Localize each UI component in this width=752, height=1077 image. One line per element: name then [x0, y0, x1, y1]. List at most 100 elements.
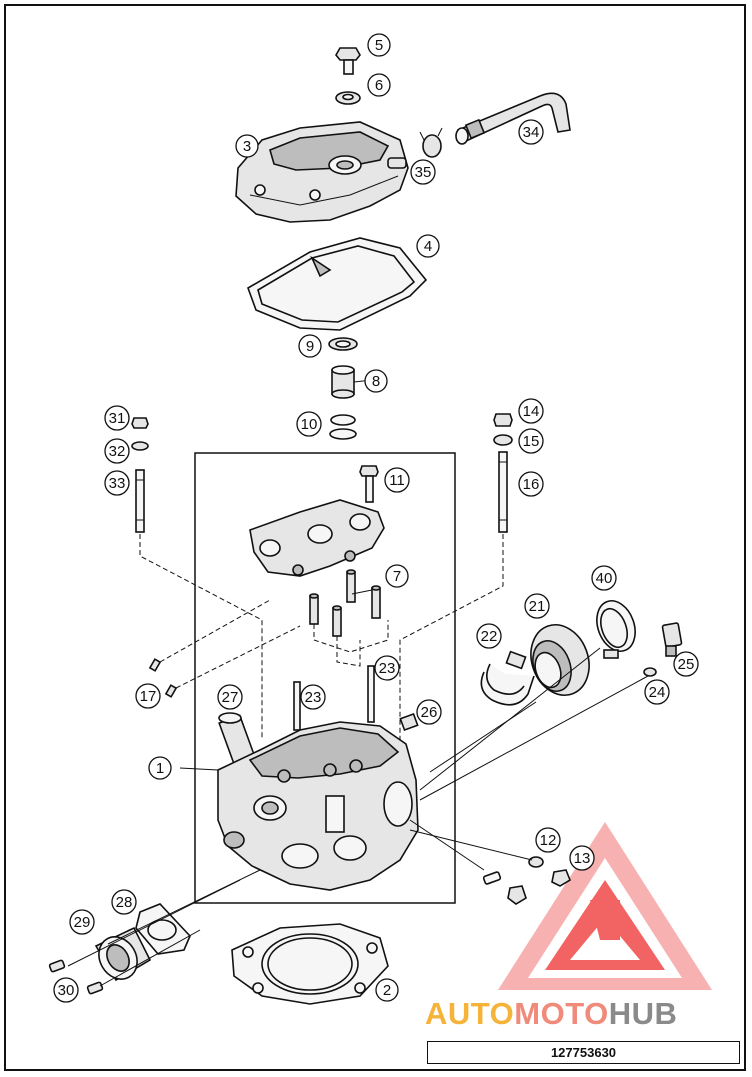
- svg-text:13: 13: [574, 850, 591, 867]
- callout-22: 22: [476, 623, 502, 649]
- part-4-cover-gasket: [247, 237, 428, 331]
- brand-part-moto: MOTO: [514, 996, 609, 1031]
- part-5-bolt: [335, 47, 361, 75]
- brand-part-hub: HUB: [608, 996, 678, 1031]
- part-13-plug: [551, 869, 571, 887]
- part-21-intake-flange: [530, 624, 590, 696]
- callout-30: 30: [53, 977, 79, 1003]
- part-3-valve-cover: [235, 121, 409, 223]
- camshaft-bearing-cap: [249, 499, 385, 577]
- part-2-head-gasket: [231, 923, 389, 1005]
- part-8-tube: [331, 365, 355, 399]
- svg-text:1: 1: [156, 760, 164, 777]
- watermark-logo: [498, 822, 712, 990]
- cylinder-head-group-box: [194, 452, 456, 904]
- callout-7: 7: [385, 564, 409, 588]
- svg-text:35: 35: [415, 164, 432, 181]
- part-25-sensor: [661, 622, 683, 657]
- callout-25: 25: [673, 651, 699, 677]
- callout-1: 1: [148, 756, 172, 780]
- svg-text:3: 3: [243, 138, 251, 155]
- svg-text:25: 25: [678, 656, 695, 673]
- brand-watermark-text: AUTOMOTOHUB: [425, 996, 677, 1032]
- svg-text:10: 10: [301, 416, 318, 433]
- callout-6: 6: [367, 73, 391, 97]
- callout-14: 14: [518, 398, 544, 424]
- part-10-o-rings: [329, 414, 357, 440]
- svg-text:21: 21: [529, 598, 546, 615]
- callout-35: 35: [410, 159, 436, 185]
- svg-text:23: 23: [379, 660, 396, 677]
- callout-34: 34: [518, 119, 544, 145]
- svg-text:2: 2: [383, 982, 391, 999]
- callout-40: 40: [591, 565, 617, 591]
- reference-number: 127753630: [550, 1045, 617, 1060]
- part-17-studs: [148, 658, 178, 698]
- callout-26: 26: [416, 699, 442, 725]
- callout-29: 29: [69, 909, 95, 935]
- part-7-valve-guides: [309, 569, 381, 637]
- callout-4: 4: [416, 234, 440, 258]
- brand-part-auto: AUTO: [425, 996, 515, 1031]
- callout-5: 5: [367, 33, 391, 57]
- part-28-gasket: [135, 903, 191, 955]
- svg-text:32: 32: [109, 443, 126, 460]
- callout-21: 21: [524, 593, 550, 619]
- part-30-screws: [48, 959, 104, 995]
- svg-text:30: 30: [58, 982, 75, 999]
- part-31-nut: [131, 417, 149, 429]
- oil-plug: [507, 885, 527, 905]
- svg-text:23: 23: [305, 689, 322, 706]
- part-26-plug: [399, 712, 419, 732]
- svg-text:26: 26: [421, 704, 438, 721]
- svg-text:12: 12: [540, 832, 557, 849]
- svg-text:28: 28: [116, 894, 133, 911]
- callout-17: 17: [135, 683, 161, 709]
- svg-text:22: 22: [481, 628, 498, 645]
- callout-10: 10: [296, 411, 322, 437]
- callout-27: 27: [217, 684, 243, 710]
- callout-33: 33: [104, 470, 130, 496]
- svg-text:11: 11: [389, 472, 405, 489]
- part-1-cylinder-head: [217, 721, 502, 891]
- part-32-washer: [131, 441, 149, 451]
- svg-text:9: 9: [306, 338, 314, 355]
- callout-23b: 23: [300, 684, 326, 710]
- callout-24: 24: [644, 679, 670, 705]
- svg-text:33: 33: [109, 475, 126, 492]
- diagram-frame: [4, 4, 746, 1071]
- svg-text:27: 27: [222, 689, 239, 706]
- svg-text:31: 31: [109, 410, 126, 427]
- svg-text:8: 8: [372, 373, 380, 390]
- callout-32: 32: [104, 438, 130, 464]
- callout-2: 2: [375, 978, 399, 1002]
- svg-text:7: 7: [393, 568, 401, 585]
- svg-text:6: 6: [375, 77, 383, 94]
- part-33-stud: [135, 469, 145, 533]
- callout-31: 31: [104, 405, 130, 431]
- part-24-seal: [643, 667, 657, 677]
- part-35-hose-clamp: [419, 127, 443, 158]
- svg-text:14: 14: [523, 403, 540, 420]
- part-40-clamp: [596, 600, 636, 659]
- part-29-intake-manifold: [94, 926, 152, 982]
- callout-11: 11: [384, 467, 410, 493]
- svg-text:29: 29: [74, 914, 91, 931]
- part-23-studs: [293, 665, 375, 731]
- callout-16: 16: [518, 471, 544, 497]
- part-12-washer: [528, 856, 544, 868]
- svg-text:24: 24: [649, 684, 666, 701]
- svg-text:17: 17: [140, 688, 157, 705]
- callout-9: 9: [298, 334, 322, 358]
- callout-8: 8: [364, 369, 388, 393]
- svg-text:4: 4: [424, 238, 432, 255]
- part-11-bolt: [359, 465, 379, 503]
- svg-text:15: 15: [523, 433, 540, 450]
- callout-12: 12: [535, 827, 561, 853]
- part-22-hose-clamp: [480, 650, 535, 706]
- callout-15: 15: [518, 428, 544, 454]
- callout-3: 3: [235, 134, 259, 158]
- part-15-washer: [493, 434, 513, 446]
- callout-28: 28: [111, 889, 137, 915]
